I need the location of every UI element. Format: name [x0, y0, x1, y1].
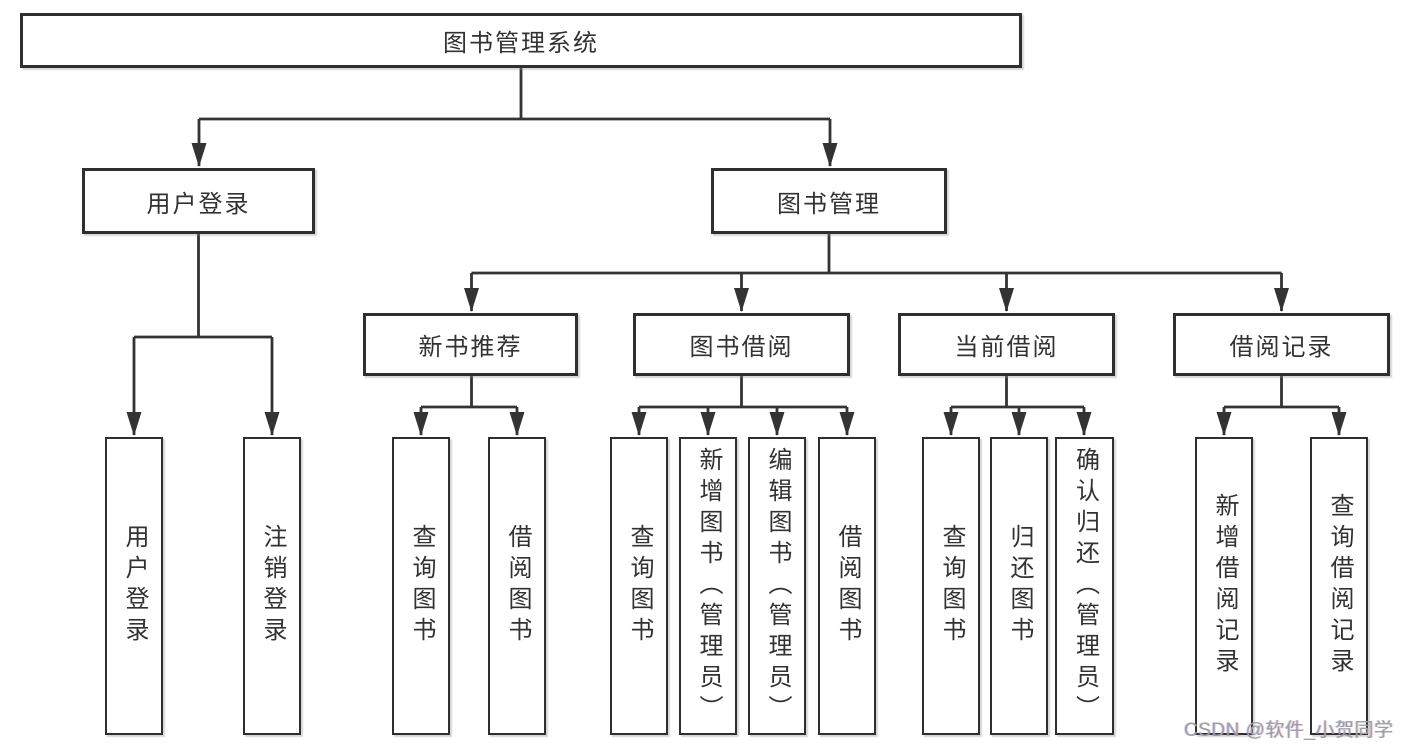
leaf-query-borrow-record: 查询借阅记录 — [1310, 437, 1368, 735]
leaf-return-books: 归还图书 — [990, 437, 1048, 735]
node-user-login: 用户登录 — [82, 168, 315, 234]
leaf-query-books-current: 查询图书 — [922, 437, 980, 735]
leaf-add-book-admin: 新增图书（管理员） — [679, 437, 737, 735]
leaf-user-login: 用户登录 — [105, 437, 163, 735]
node-book-management: 图书管理 — [711, 168, 947, 234]
leaf-add-borrow-record: 新增借阅记录 — [1195, 437, 1253, 735]
node-new-book-recommendation: 新书推荐 — [363, 313, 578, 376]
node-library-system: 图书管理系统 — [20, 13, 1022, 68]
node-borrowing-records: 借阅记录 — [1173, 313, 1390, 376]
leaf-query-books-borrowing: 查询图书 — [610, 437, 668, 735]
watermark: CSDN @软件_小贺同学 — [1184, 720, 1394, 741]
node-current-borrowing: 当前借阅 — [898, 313, 1115, 376]
node-book-borrowing: 图书借阅 — [633, 313, 850, 376]
connector-rails — [134, 68, 1339, 409]
leaf-borrow-books-borrowing: 借阅图书 — [818, 437, 876, 735]
leaf-query-books-recommend: 查询图书 — [392, 437, 450, 735]
leaf-logout: 注销登录 — [243, 437, 301, 735]
leaf-borrow-books-recommend: 借阅图书 — [488, 437, 546, 735]
leaf-confirm-return-admin: 确认归还（管理员） — [1055, 437, 1114, 735]
leaf-edit-book-admin: 编辑图书（管理员） — [748, 437, 806, 735]
